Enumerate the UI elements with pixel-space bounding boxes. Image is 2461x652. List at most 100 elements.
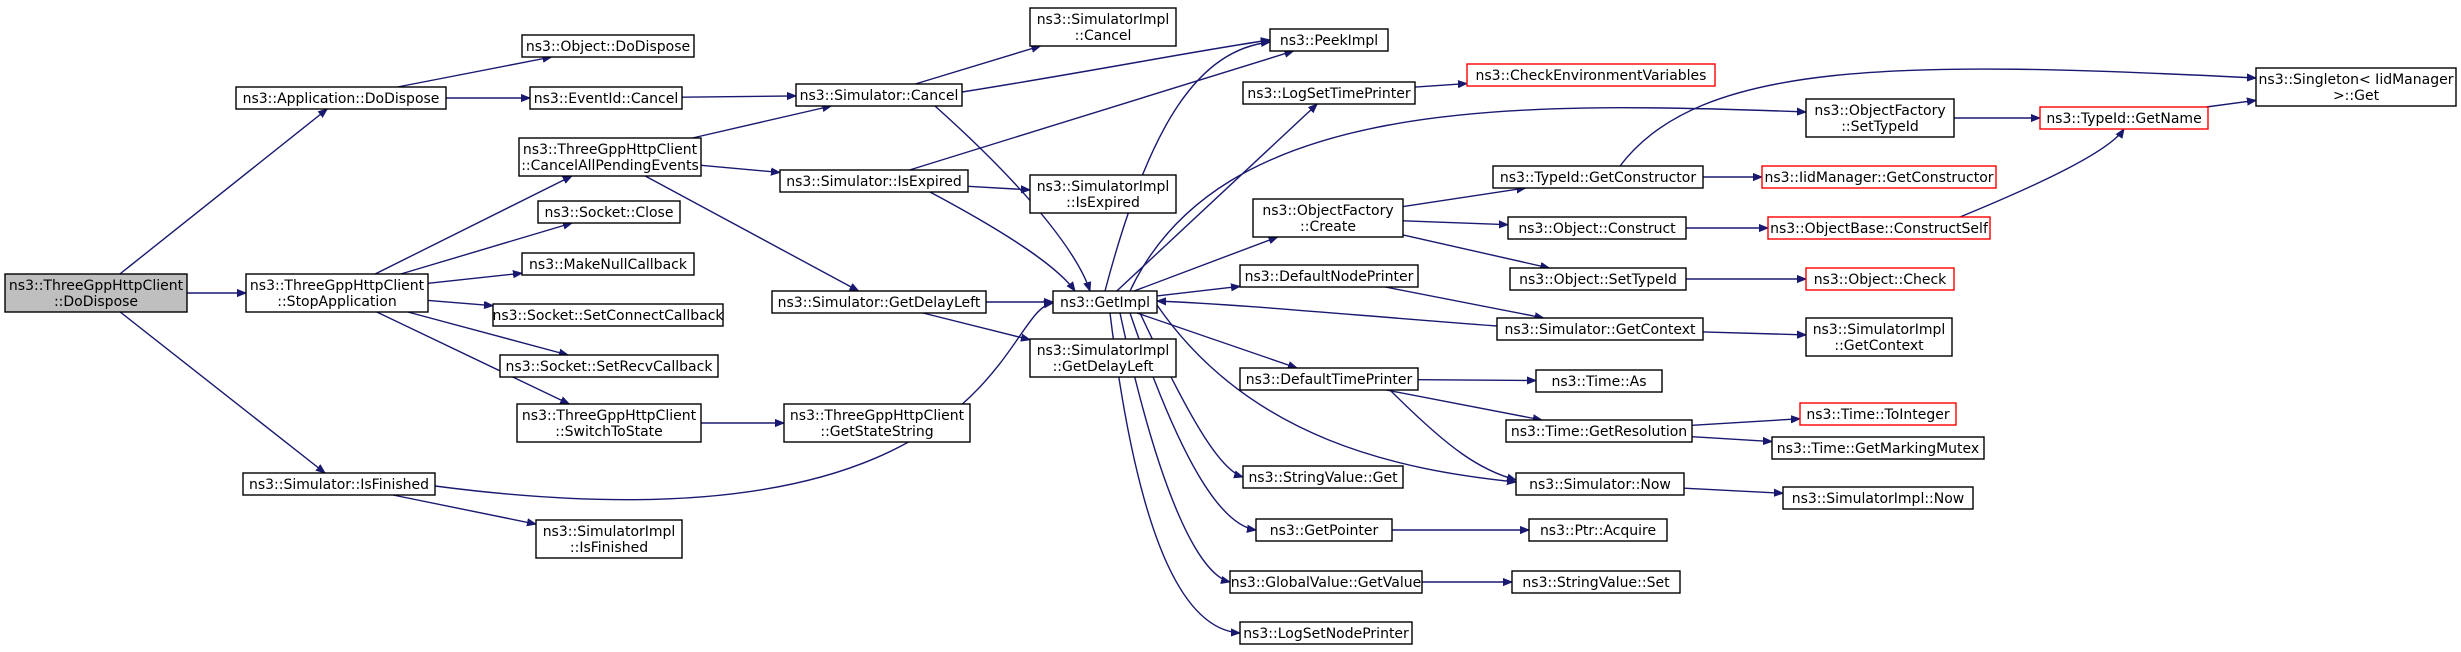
node-label: ::Cancel [1075,28,1132,44]
node-object-construct[interactable]: ns3::Object::Construct [1507,216,1687,240]
node-stop-application[interactable]: ns3::ThreeGppHttpClient::StopApplication [245,273,429,313]
node-object-settypeid[interactable]: ns3::Object::SetTypeId [1509,267,1687,291]
node-socket-close[interactable]: ns3::Socket::Close [537,200,681,224]
node-sim-getcontext[interactable]: ns3::Simulator::GetContext [1496,317,1704,341]
node-time-getmarkingmutex[interactable]: ns3::Time::GetMarkingMutex [1771,436,1985,460]
node-label: ns3::LogSetNodePrinter [1243,626,1409,642]
node-sim-isfinished[interactable]: ns3::Simulator::IsFinished [242,472,436,496]
node-check-env-vars[interactable]: ns3::CheckEnvironmentVariables [1466,63,1716,87]
node-label: ns3::EventId::Cancel [534,91,679,107]
node-label: ::IsExpired [1066,195,1140,211]
node-box [771,290,987,314]
node-time-getresolution[interactable]: ns3::Time::GetResolution [1505,419,1693,443]
node-sim-isexpired[interactable]: ns3::Simulator::IsExpired [779,169,969,193]
node-box [1805,317,1953,357]
node-socket-set-recv[interactable]: ns3::Socket::SetRecvCallback [499,354,719,378]
node-label: ns3::Object::Construct [1518,221,1676,237]
node-time-as[interactable]: ns3::Time::As [1535,369,1663,393]
node-label: ns3::CheckEnvironmentVariables [1476,68,1707,84]
node-label: ns3::Simulator::GetContext [1504,322,1696,338]
node-singleton-get[interactable]: ns3::Singleton< IidManager >::Get [2255,67,2457,107]
node-label: ::DoDispose [54,294,138,310]
node-box [1492,165,1704,189]
edge-cancel-all-pending-to-sim-isexpired [700,164,780,172]
node-box [1239,621,1413,645]
node-label: ns3::DefaultTimePrinter [1246,372,1413,388]
node-box [521,252,695,276]
node-log-set-node-printer[interactable]: ns3::LogSetNodePrinter [1239,621,1413,645]
node-sim-cancel[interactable]: ns3::Simulator::Cancel [795,83,963,107]
node-get-impl[interactable]: ns3::GetImpl [1052,290,1158,314]
edge-get-impl-to-sim-now [1156,304,1516,482]
edge-app-dodispose-to-object-dodispose [397,57,551,88]
node-typeid-getconstructor[interactable]: ns3::TypeId::GetConstructor [1492,165,1704,189]
node-label: ns3::Time::GetMarkingMutex [1777,441,1979,457]
node-box [1507,216,1687,240]
node-box [535,519,683,559]
edge-objfactory-create-to-object-settypeid [1402,234,1549,268]
node-simimpl-getdelayleft[interactable]: ns3::SimulatorImpl::GetDelayLeft [1029,338,1177,378]
node-socket-set-connect[interactable]: ns3::Socket::SetConnectCallback [492,303,724,327]
edge-get-impl-to-log-set-time-printer [1116,104,1317,292]
node-time-tointeger[interactable]: ns3::Time::ToInteger [1799,402,1957,426]
node-stringvalue-set[interactable]: ns3::StringValue::Set [1511,570,1681,594]
node-objectbase-constructself[interactable]: ns3::ObjectBase::ConstructSelf [1767,216,1991,240]
edge-cancel-all-pending-to-sim-cancel [692,106,831,139]
node-cancel-all-pending[interactable]: ns3::ThreeGppHttpClient::CancelAllPendin… [518,137,702,177]
node-box [783,403,971,443]
node-get-state-string[interactable]: ns3::ThreeGppHttpClient::GetStateString [783,403,971,443]
node-label: ns3::LogSetTimePrinter [1247,86,1411,102]
node-box [1229,570,1423,594]
node-objfactory-create[interactable]: ns3::ObjectFactory::Create [1252,198,1404,238]
edge-sim-getcontext-to-simimpl-getcontext [1702,332,1806,335]
node-box [499,354,719,378]
node-label: ns3::Simulator::GetDelayLeft [778,295,981,311]
node-sim-now[interactable]: ns3::Simulator::Now [1515,472,1685,496]
node-default-time-printer[interactable]: ns3::DefaultTimePrinter [1239,367,1419,391]
node-label: ns3::Object::Check [1814,272,1947,288]
node-default-node-printer[interactable]: ns3::DefaultNodePrinter [1239,264,1419,288]
edge-sim-now-to-simimpl-now [1683,487,1783,493]
node-label: ns3::Simulator::IsExpired [786,174,962,190]
node-eventid-cancel[interactable]: ns3::EventId::Cancel [529,86,683,110]
node-label: ns3::ObjectBase::ConstructSelf [1770,221,1989,237]
node-ptr-acquire[interactable]: ns3::Ptr::Acquire [1528,518,1668,542]
node-label: ns3::Simulator::Cancel [800,88,959,104]
edge-objectbase-constructself-to-typeid-getname [1959,129,2124,218]
node-box [537,200,681,224]
node-log-set-time-printer[interactable]: ns3::LogSetTimePrinter [1242,81,1416,105]
node-object-dodispose[interactable]: ns3::Object::DoDispose [521,34,695,58]
node-root[interactable]: ns3::ThreeGppHttpClient::DoDispose [4,273,188,313]
node-label: ns3::DefaultNodePrinter [1245,269,1414,285]
node-simimpl-getcontext[interactable]: ns3::SimulatorImpl::GetContext [1805,317,1953,357]
node-objfactory-settypeid[interactable]: ns3::ObjectFactory::SetTypeId [1805,98,1955,138]
node-switch-to-state[interactable]: ns3::ThreeGppHttpClient::SwitchToState [516,403,702,443]
node-label: ns3::Object::SetTypeId [1519,272,1677,288]
node-label: ns3::Ptr::Acquire [1540,523,1656,539]
node-make-null-callback[interactable]: ns3::MakeNullCallback [521,252,695,276]
edge-stop-application-to-socket-set-recv [407,311,568,355]
edge-eventid-cancel-to-sim-cancel [681,96,796,97]
node-box [2039,106,2209,130]
node-get-pointer[interactable]: ns3::GetPointer [1255,518,1393,542]
node-iidmanager-getconstructor[interactable]: ns3::IidManager::GetConstructor [1761,165,1997,189]
node-simimpl-now[interactable]: ns3::SimulatorImpl::Now [1782,486,1974,510]
node-app-dodispose[interactable]: ns3::Application::DoDispose [235,86,447,110]
nodes-layer: ns3::ThreeGppHttpClient::DoDispose ns3::A… [4,7,2457,645]
node-stringvalue-get[interactable]: ns3::StringValue::Get [1242,465,1404,489]
node-box [1029,174,1177,214]
node-simimpl-cancel[interactable]: ns3::SimulatorImpl::Cancel [1029,7,1177,47]
node-label: ns3::ThreeGppHttpClient [790,408,965,424]
node-typeid-getname[interactable]: ns3::TypeId::GetName [2039,106,2209,130]
node-box [1496,317,1704,341]
node-object-check[interactable]: ns3::Object::Check [1805,267,1955,291]
node-peek-impl[interactable]: ns3::PeekImpl [1269,28,1389,52]
node-label: ns3::Socket::Close [545,205,674,221]
node-sim-getdelayleft[interactable]: ns3::Simulator::GetDelayLeft [771,290,987,314]
node-simimpl-isexpired[interactable]: ns3::SimulatorImpl::IsExpired [1029,174,1177,214]
node-globalvalue-getvalue[interactable]: ns3::GlobalValue::GetValue [1229,570,1423,594]
node-box [516,403,702,443]
edge-sim-getcontext-to-get-impl [1157,301,1498,327]
node-simimpl-isfinished[interactable]: ns3::SimulatorImpl::IsFinished [535,519,683,559]
